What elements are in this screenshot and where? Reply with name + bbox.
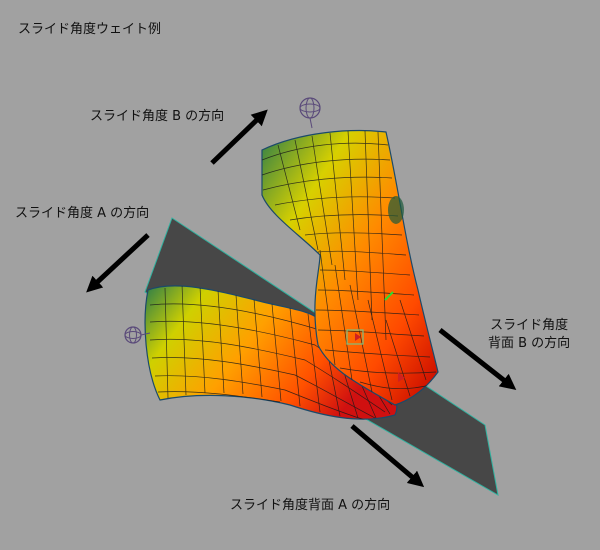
arrow-back-a: [350, 424, 425, 488]
arrow-back-b: [438, 328, 517, 390]
label-back-b-line2: 背面 B の方向: [488, 336, 571, 351]
label-slide-a: スライド角度 A の方向: [15, 206, 150, 221]
arrow-slide-b: [210, 109, 268, 165]
label-back-a: スライド角度背面 A の方向: [230, 498, 391, 513]
page-title: スライド角度ウェイト例: [18, 22, 162, 37]
label-back-b: スライド角度 背面 B の方向: [488, 317, 570, 353]
sphere-locator-icon[interactable]: [299, 97, 321, 129]
green-handle-icon[interactable]: [384, 291, 394, 301]
label-back-b-line1: スライド角度: [490, 318, 569, 333]
label-slide-b: スライド角度 B の方向: [90, 109, 225, 124]
mesh-arm-b: [261, 129, 439, 406]
manipulator-box-icon[interactable]: [346, 329, 364, 345]
red-handle-icon[interactable]: [398, 372, 405, 382]
sphere-locator-icon[interactable]: [124, 326, 151, 344]
arrow-slide-a: [86, 233, 150, 293]
